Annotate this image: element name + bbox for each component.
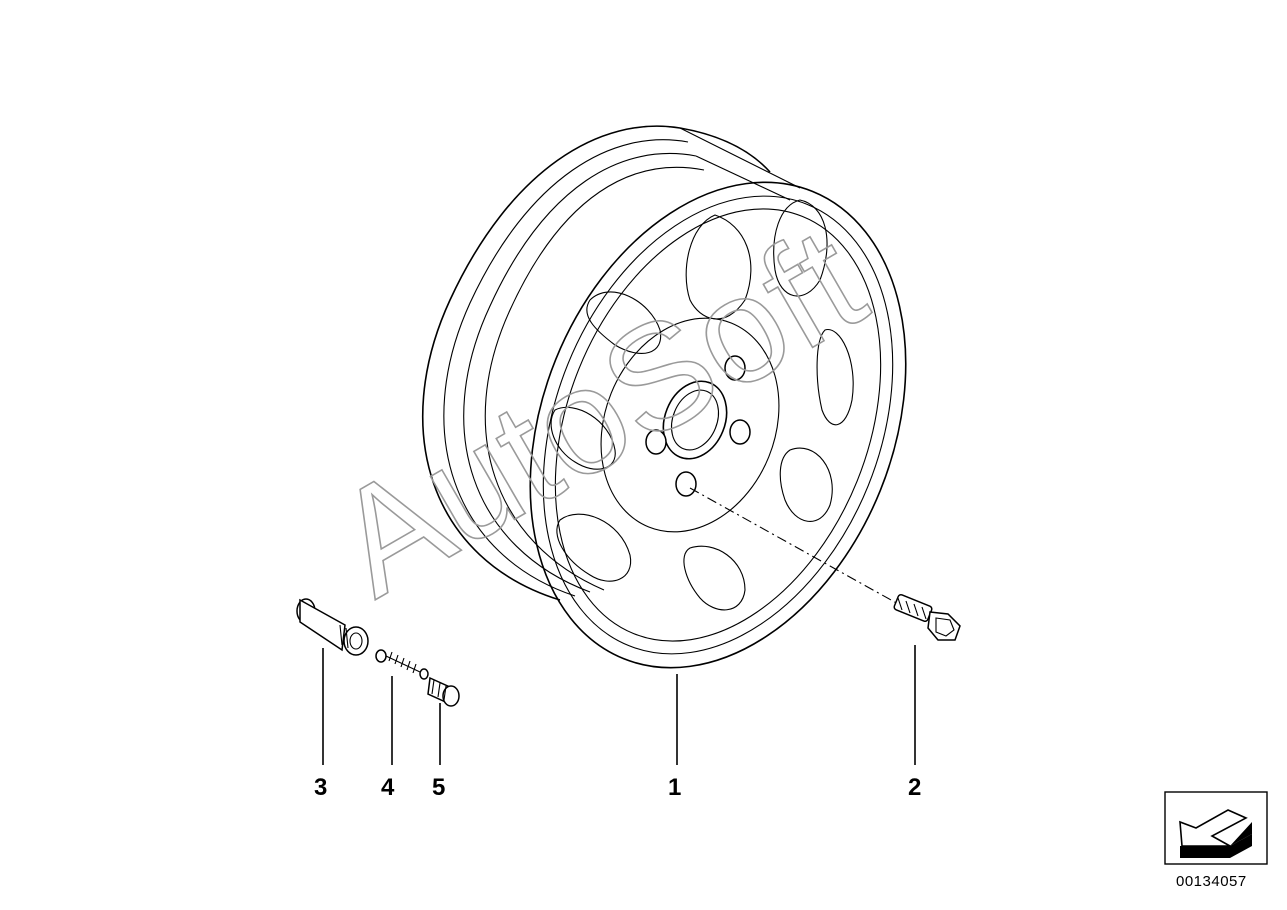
watermark: AutoSoft: [307, 195, 889, 628]
callout-3: 3: [314, 774, 327, 801]
wheel-bolt: [893, 593, 961, 641]
callout-1: 1: [668, 774, 681, 801]
arrow-box-icon: [1164, 791, 1268, 865]
document-number: 00134057: [1176, 873, 1247, 890]
callout-2: 2: [908, 774, 921, 801]
leader-lines: [322, 645, 916, 765]
callout-4: 4: [381, 774, 395, 801]
valve-cap: [427, 676, 460, 707]
callout-5: 5: [432, 774, 445, 801]
valve-stem: [296, 598, 369, 656]
valve-core: [375, 649, 429, 680]
wheel-rim: [422, 125, 907, 669]
